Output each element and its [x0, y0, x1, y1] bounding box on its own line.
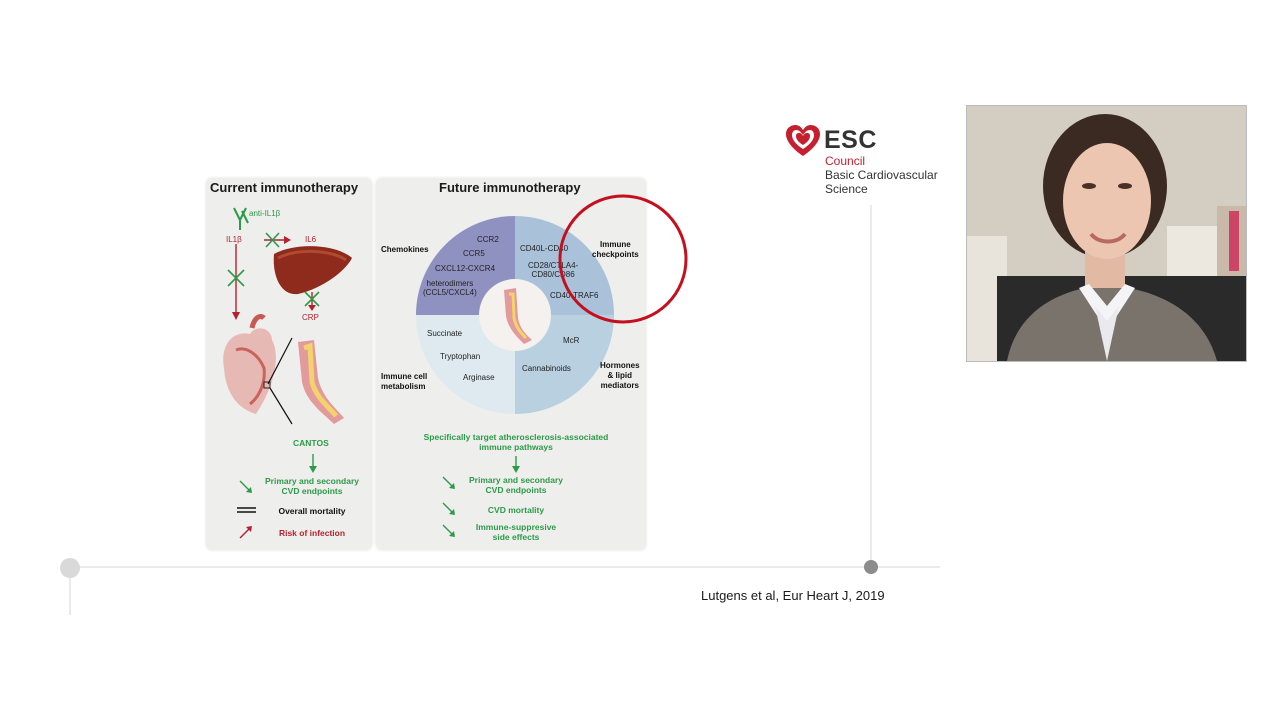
esc-council-label: Council: [825, 154, 866, 168]
cantos-label: CANTOS: [293, 438, 329, 448]
presenter-video-image: [967, 106, 1246, 361]
antibody-icon: [233, 207, 249, 230]
esc-heart-logo-icon: [786, 125, 820, 156]
immunotherapy-target-wheel: [416, 216, 614, 537]
crp-label: CRP: [302, 313, 319, 322]
timeline-start-dot: [60, 558, 80, 578]
wheel-ccr5: CCR5: [463, 249, 485, 258]
esc-council-subtitle: Basic Cardiovascular Science: [825, 168, 938, 196]
block-cross-icon: [227, 269, 245, 287]
left-outcome-2: Overall mortality: [278, 506, 346, 516]
wheel-cannabinoids: Cannabinoids: [522, 364, 571, 373]
target-pathways-text: Specifically target atherosclerosis-asso…: [423, 432, 609, 452]
anti-il1b-label: anti-IL1β: [249, 209, 281, 218]
increase-arrow-icon: [239, 527, 251, 539]
citation-text: Lutgens et al, Eur Heart J, 2019: [701, 588, 885, 603]
decrease-arrow-icon: [239, 480, 251, 492]
wheel-cd40l-cd40: CD40L-CD40: [520, 244, 569, 253]
current-immunotherapy-diagram: [223, 207, 352, 539]
wheel-tryptophan: Tryptophan: [440, 352, 481, 361]
left-outcome-1: Primary and secondary CVD endpoints: [264, 476, 359, 496]
category-immune-checkpoints: Immune checkpoints: [592, 240, 639, 259]
wheel-succinate: Succinate: [427, 329, 463, 338]
category-hormones-lipid-mediators: Hormones & lipid mediators: [600, 361, 640, 390]
wheel-cd40-traf6: CD40-TRAF6: [550, 291, 599, 300]
future-immunotherapy-title: Future immunotherapy: [439, 180, 581, 195]
heart-icon: [223, 314, 276, 414]
wheel-mcr: McR: [563, 336, 580, 345]
il1b-label: IL1β: [226, 235, 242, 244]
presenter-webcam-feed: [966, 105, 1247, 362]
wheel-ccr2: CCR2: [477, 235, 499, 244]
current-immunotherapy-title: Current immunotherapy: [210, 180, 359, 195]
center-artery-icon: [504, 288, 532, 344]
wheel-cd28-ctla4: CD28/CTLA4- CD80/CD86: [528, 261, 579, 279]
equal-sign-icon: [237, 507, 256, 513]
right-outcome-1: Primary and secondary CVD endpoints: [468, 475, 563, 495]
category-chemokines: Chemokines: [381, 245, 429, 254]
il6-label: IL6: [305, 235, 317, 244]
wheel-heterodimers: heterodimers (CCL5/CXCL4): [423, 279, 477, 297]
artery-icon: [298, 340, 344, 424]
category-immune-cell-metabolism: Immune cell metabolism: [381, 372, 428, 391]
right-outcome-3: Immune-suppresive side effects: [475, 522, 557, 542]
timeline-end-dot: [864, 560, 878, 574]
left-outcome-3: Risk of infection: [278, 528, 346, 538]
esc-logo-text: ESC: [824, 126, 877, 154]
highlight-circle: [558, 194, 688, 324]
right-outcome-2: CVD mortality: [487, 505, 545, 515]
wheel-arginase: Arginase: [463, 373, 495, 382]
liver-icon: [273, 246, 352, 295]
wheel-cxcl12-cxcr4: CXCL12-CXCR4: [435, 264, 496, 273]
